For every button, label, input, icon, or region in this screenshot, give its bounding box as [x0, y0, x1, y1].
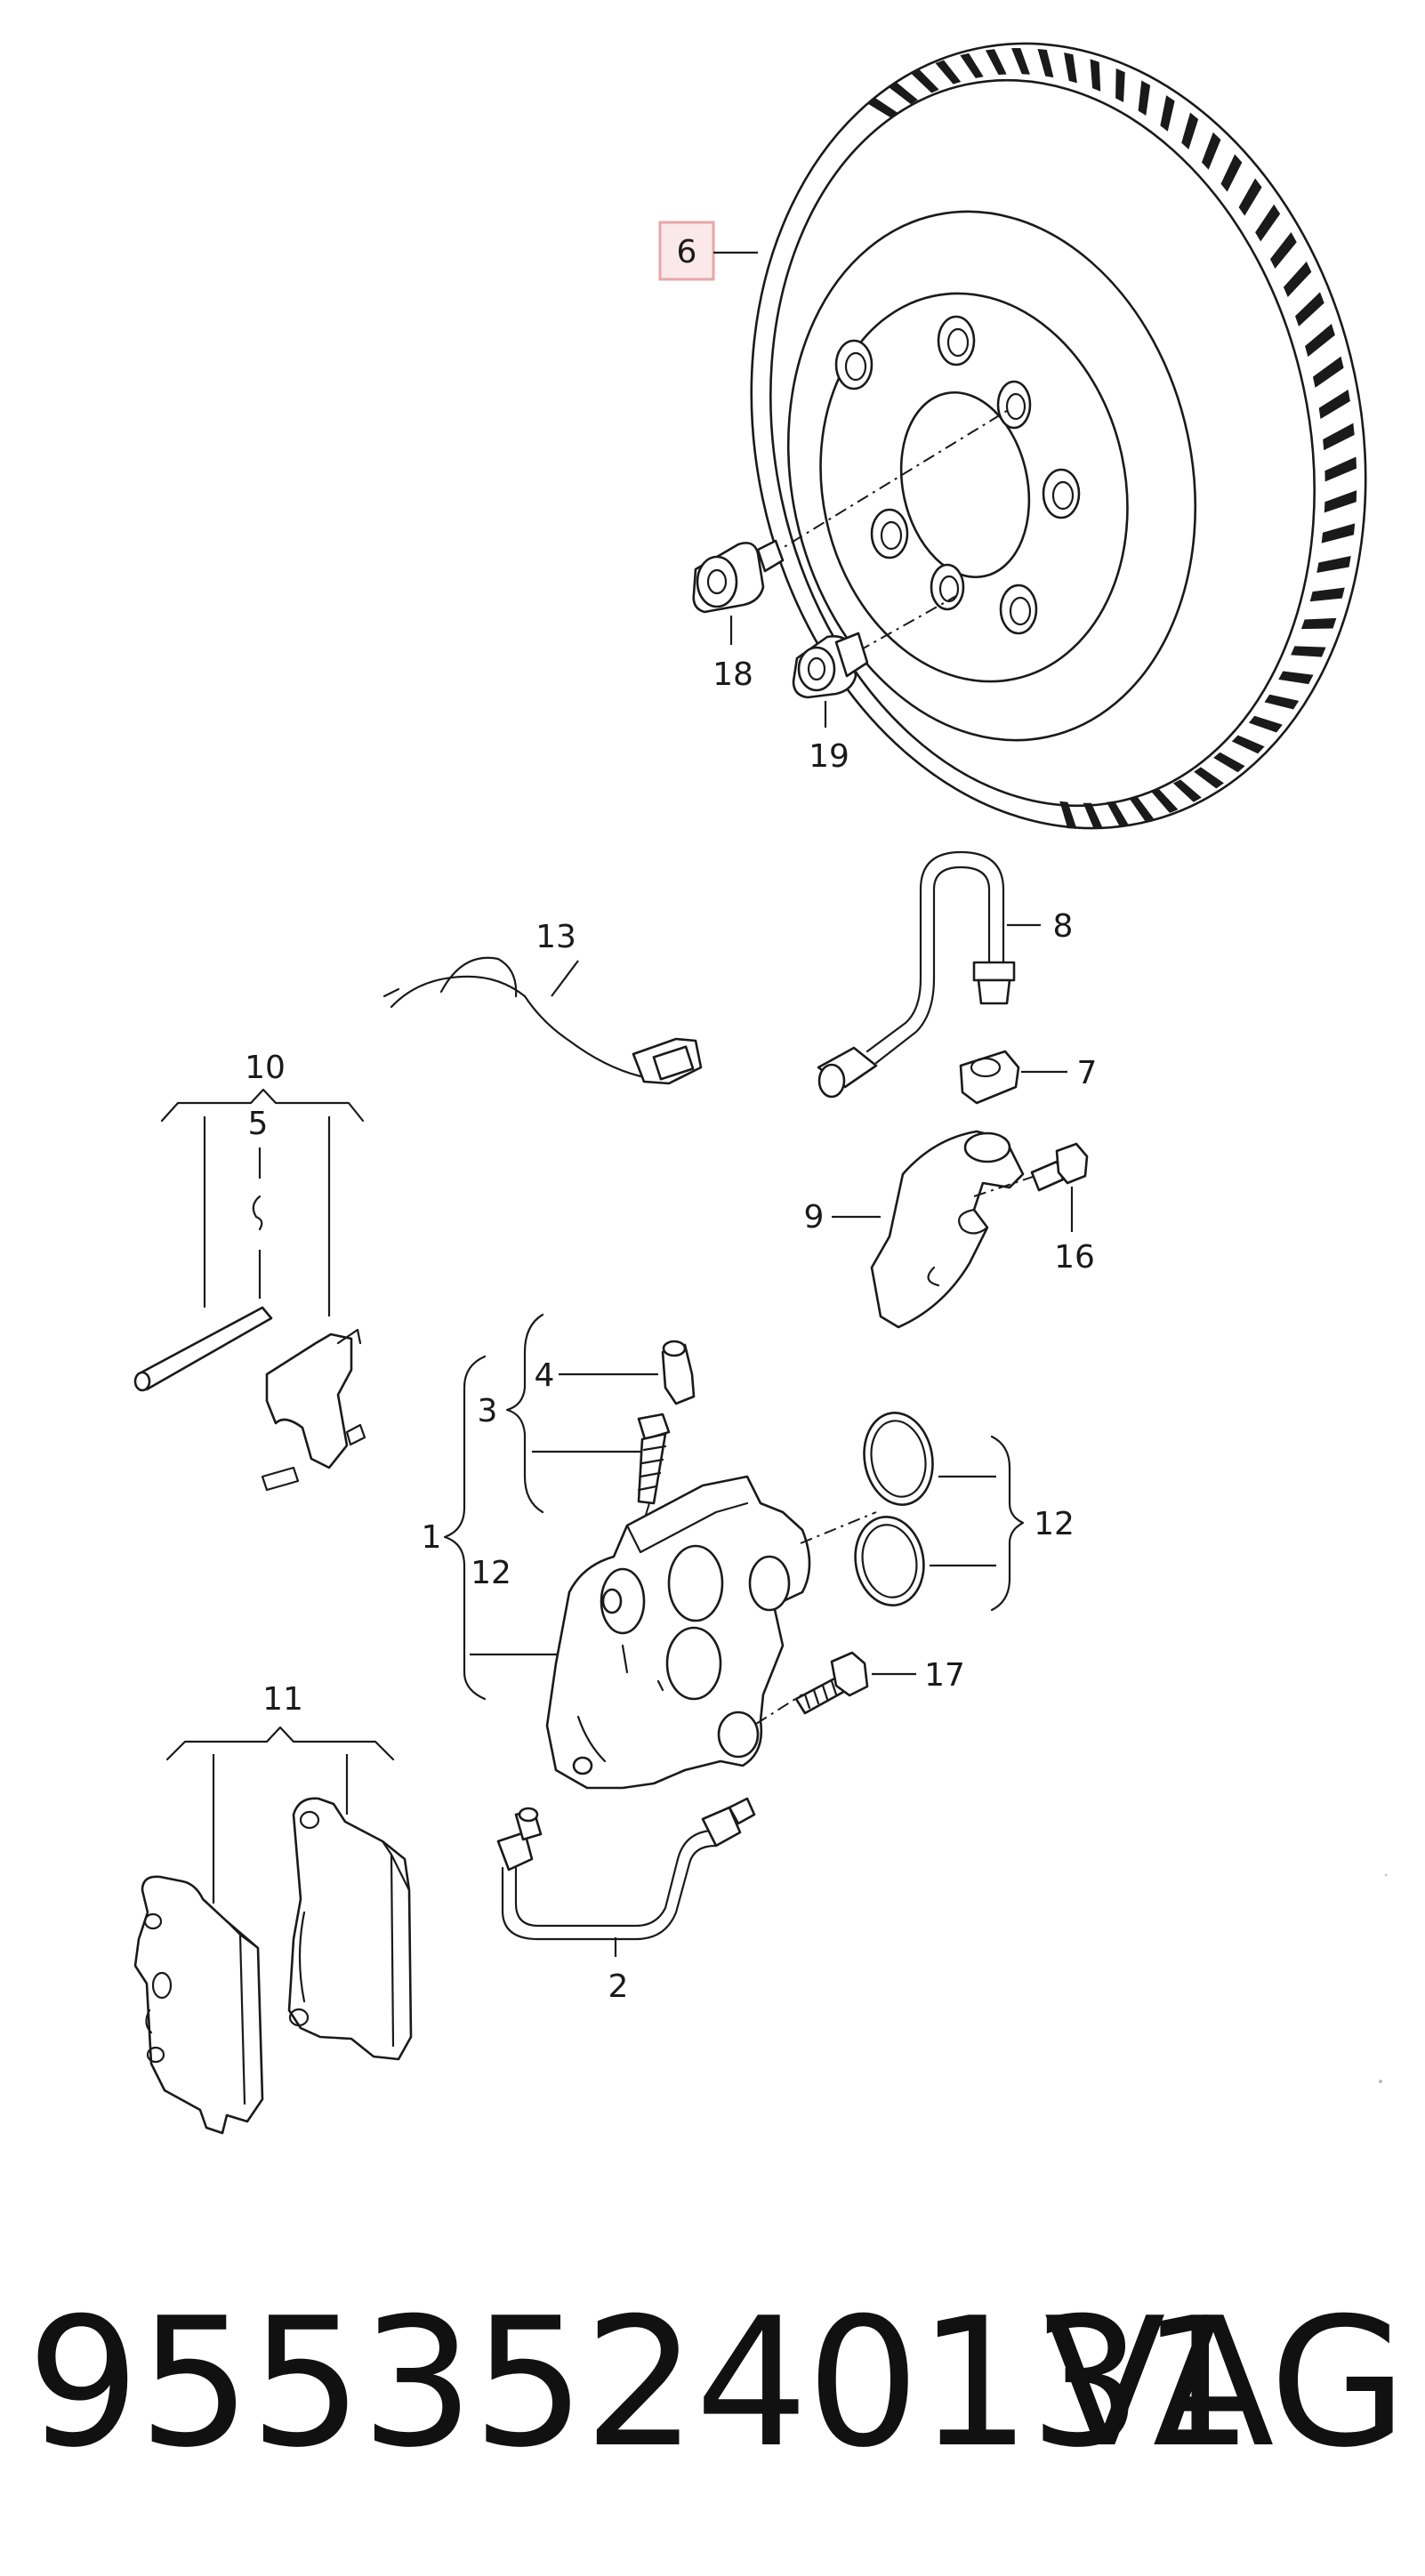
vent-slot	[1064, 52, 1077, 84]
vent-slot	[1283, 261, 1312, 297]
brake-pad-set-11[interactable]: 11	[133, 1681, 413, 2135]
vent-slot	[1291, 646, 1326, 657]
bolt-16[interactable]: 16	[973, 1142, 1095, 1276]
vent-slot	[1151, 789, 1179, 814]
brake-caliper-1[interactable]: 1 12	[422, 1355, 811, 1790]
vent-slot	[1201, 132, 1221, 170]
vent-slot	[1323, 423, 1355, 451]
vent-slot	[1172, 779, 1202, 802]
vent-slot	[1316, 555, 1351, 573]
callout-2: 2	[608, 1968, 629, 2005]
vent-slot	[1305, 324, 1335, 358]
vent-slot	[1324, 456, 1357, 482]
vent-slot	[1194, 767, 1224, 789]
callout-6: 6	[677, 234, 697, 270]
part-number-footer: 95535240131 VAG	[27, 2277, 1414, 2491]
brake-line-8[interactable]: 8	[817, 850, 1074, 1099]
disc-vent-slots	[866, 48, 1357, 829]
vent-slot	[1106, 801, 1129, 827]
vent-slot	[1213, 752, 1245, 773]
callout-11: 11	[262, 1681, 303, 1718]
callout-13: 13	[535, 919, 576, 955]
brake-disc: 6	[658, 42, 1367, 830]
callout-17: 17	[924, 1657, 965, 1694]
vent-slot	[1278, 671, 1314, 685]
brake-line-2[interactable]: 2	[496, 1797, 756, 2005]
screw-19[interactable]: 19	[792, 595, 957, 775]
callout-7: 7	[1077, 1055, 1098, 1091]
vent-slot	[1011, 48, 1030, 75]
retaining-clip-7[interactable]: 7	[959, 1050, 1098, 1105]
callout-6-highlight[interactable]	[658, 221, 715, 281]
callout-10: 10	[245, 1050, 286, 1086]
callout-19: 19	[809, 738, 849, 775]
vent-slot	[1037, 48, 1054, 78]
bolt-17[interactable]: 17	[755, 1651, 965, 1725]
vent-slot	[1248, 715, 1283, 733]
vent-slot	[985, 49, 1007, 76]
callout-18: 18	[712, 656, 753, 693]
vent-slot	[1295, 292, 1324, 327]
vent-slot	[1264, 694, 1300, 710]
vent-slot	[888, 82, 918, 105]
callout-1: 1	[422, 1519, 442, 1556]
vent-slot	[1083, 802, 1103, 829]
anti-rattle-spring[interactable]	[261, 1328, 366, 1492]
vent-slot	[1220, 154, 1243, 192]
callout-12-left: 12	[471, 1555, 511, 1591]
vent-slot	[1115, 68, 1125, 102]
vent-slot	[1312, 356, 1344, 388]
callout-16: 16	[1054, 1239, 1095, 1276]
vent-slot	[1138, 80, 1151, 116]
vent-slot	[1129, 796, 1155, 822]
disc-bolt-holes	[834, 315, 1081, 635]
vent-slot	[866, 97, 898, 118]
callout-5: 5	[248, 1106, 269, 1142]
vent-slot	[1321, 523, 1356, 543]
vent-slot	[1309, 587, 1345, 602]
pin-kit-10[interactable]: 10 5	[133, 1050, 365, 1392]
vent-slot	[960, 52, 984, 78]
vent-slot	[935, 60, 962, 85]
seal-kit-12[interactable]: 12	[800, 1407, 1075, 1612]
vent-slot	[1181, 112, 1199, 149]
callout-12-right: 12	[1034, 1506, 1075, 1542]
callout-4: 4	[535, 1357, 555, 1394]
callout-9: 9	[804, 1199, 825, 1236]
vent-slot	[1269, 232, 1297, 270]
callout-8: 8	[1053, 908, 1074, 945]
bleeder-kit-3[interactable]: 3 4	[478, 1313, 696, 1620]
vent-slot	[1231, 735, 1265, 754]
callout-3: 3	[478, 1393, 498, 1429]
vent-slot	[1238, 178, 1262, 216]
vent-slot	[1160, 95, 1175, 132]
vent-slot	[1059, 801, 1077, 829]
vent-slot	[1300, 617, 1337, 630]
part-number: 95535240131	[27, 2280, 1254, 2487]
vent-slot	[1255, 204, 1281, 242]
bracket-9[interactable]: 9	[804, 1130, 1025, 1329]
wear-sensor-13[interactable]: 13	[382, 919, 703, 1085]
vent-slot	[911, 69, 939, 93]
vent-slot	[1324, 490, 1357, 513]
brand-name: VAG	[1043, 2280, 1407, 2487]
vent-slot	[1318, 389, 1350, 419]
vent-slot	[1090, 59, 1101, 92]
screw-18[interactable]: 18	[692, 408, 1010, 693]
